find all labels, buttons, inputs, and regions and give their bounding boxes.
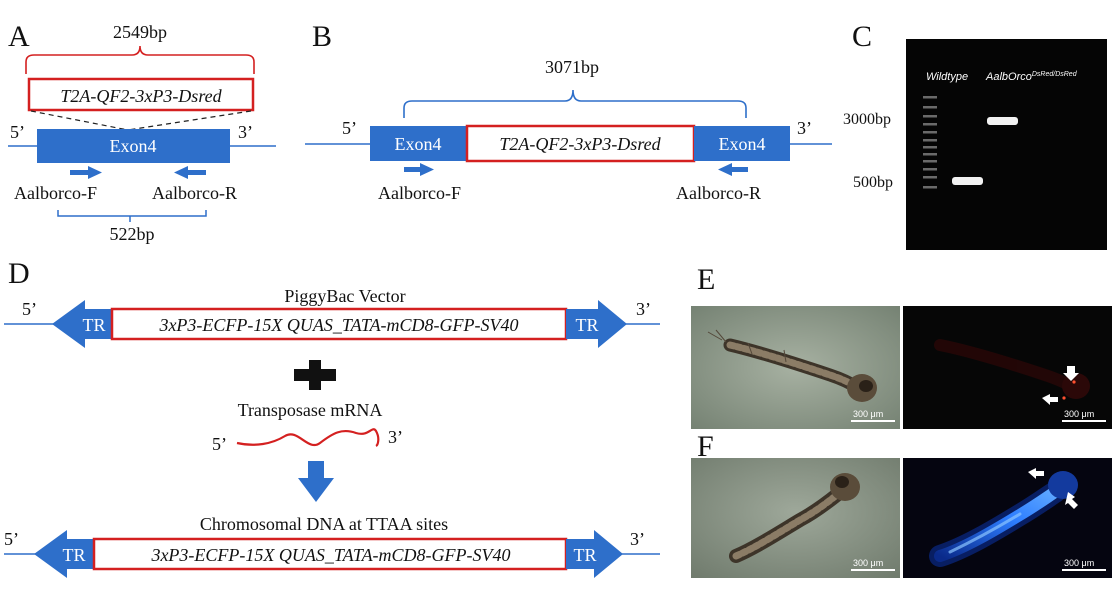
- panel-b: B 3071bp Exon4 T2A-QF2-3xP3-Dsred Exon4 …: [305, 20, 832, 203]
- exon4-right-label: Exon4: [719, 134, 766, 154]
- insert-brace: [25, 45, 255, 74]
- chromosome-five-prime: 5’: [4, 529, 19, 549]
- vector-cassette-label: 3xP3-ECFP-15X QUAS_TATA-mCD8-GFP-SV40: [158, 315, 518, 335]
- vector-title: PiggyBac Vector: [284, 286, 405, 306]
- dsred-spot-1: [1072, 380, 1076, 384]
- scale-label-e1: 300 μm: [853, 409, 883, 419]
- panel-c: C Wildtype AalbOrcoDsRed/DsRed 3000bp 50…: [843, 20, 1107, 250]
- marker-500-label: 500bp: [853, 174, 893, 191]
- forward-primer-arrow: [70, 166, 102, 179]
- gel-image: [906, 39, 1107, 250]
- vector-three-prime: 3’: [636, 299, 651, 319]
- larva-fluorescence-f: [929, 471, 1078, 567]
- tr-right-arrow: [566, 300, 627, 348]
- mrna-squiggle: [236, 428, 380, 447]
- mrna-three-prime: 3’: [388, 427, 403, 447]
- tr-left-arrow: [52, 300, 112, 348]
- larva-brightfield-e: [707, 329, 877, 402]
- vector-five-prime: 5’: [22, 299, 37, 319]
- dsred-spot-2: [1062, 396, 1066, 400]
- panel-a-letter: A: [8, 20, 30, 53]
- arrow-icon-f1: [1028, 468, 1044, 479]
- tr-left-label-2: TR: [62, 545, 85, 565]
- primer-f-label: Aalborco-F: [14, 183, 97, 203]
- integrated-cassette-box: [92, 537, 568, 571]
- three-prime-label-b: 3’: [797, 118, 812, 138]
- panel-a: A 2549bp T2A-QF2-3xP3-Dsred Exon4 5’ 3’ …: [8, 20, 276, 244]
- exon4-left-label: Exon4: [395, 134, 442, 154]
- plus-icon-vertical: [309, 360, 321, 390]
- exon4-box: [37, 129, 230, 163]
- three-prime-label: 3’: [238, 122, 253, 142]
- panel-e: E 300 μm 300 μm: [691, 263, 1112, 429]
- primer-r-label: Aalborco-R: [152, 183, 237, 203]
- amplicon-bracket: [57, 210, 207, 222]
- transposase-label: Transposase mRNA: [238, 400, 383, 420]
- mrna-five-prime: 5’: [212, 434, 227, 454]
- svg-text:AalbOrcoDsRed/DsRed: AalbOrcoDsRed/DsRed: [985, 71, 1078, 83]
- tr-right-arrow-2: [566, 530, 623, 578]
- larva-fluorescence-e: [934, 339, 1090, 399]
- panel-b-amplicon-size: 3071bp: [545, 57, 599, 77]
- five-prime-label-b: 5’: [342, 118, 357, 138]
- tr-left-label: TR: [82, 315, 105, 335]
- amplicon-size-label: 522bp: [110, 224, 155, 244]
- integrated-cassette-label: 3xP3-ECFP-15X QUAS_TATA-mCD8-GFP-SV40: [150, 545, 510, 565]
- panel-b-letter: B: [312, 20, 332, 53]
- integration-title: Chromosomal DNA at TTAA sites: [200, 514, 448, 534]
- panel-d: D PiggyBac Vector TR 3xP3-ECFP-15X QUAS_…: [4, 257, 660, 578]
- larva-brightfield-f: [729, 473, 860, 563]
- dna-ladder: [923, 96, 937, 189]
- panel-f: F 300 μm 300 μm: [691, 430, 1112, 578]
- down-arrow-icon: [298, 461, 334, 502]
- insert-box-b: [465, 124, 696, 163]
- arrow-icon-e2: [1042, 394, 1058, 405]
- panel-c-letter: C: [852, 20, 872, 53]
- panel-a-insert-size: 2549bp: [113, 22, 167, 42]
- insert-box: [27, 77, 255, 112]
- panel-e-letter: E: [697, 263, 715, 296]
- mutant-band: [987, 117, 1018, 125]
- exon4-left-box: [370, 126, 467, 161]
- arrow-icon-f2: [1065, 492, 1078, 509]
- insert-label: T2A-QF2-3xP3-Dsred: [60, 86, 222, 106]
- panel-f-letter: F: [697, 430, 714, 463]
- arrow-icon-e1: [1063, 366, 1079, 381]
- exon4-right-box: [694, 126, 790, 161]
- gel-lane2-superscript: DsRed/DsRed: [1032, 71, 1078, 78]
- insert-label-b: T2A-QF2-3xP3-Dsred: [499, 134, 661, 154]
- vector-cassette-box: [110, 307, 568, 341]
- scale-label-f1: 300 μm: [853, 558, 883, 568]
- gel-lane1-label: Wildtype: [926, 71, 968, 83]
- insertion-dash-left: [30, 110, 129, 131]
- reverse-primer-arrow: [174, 166, 206, 179]
- gel-lane2-label: AalbOrco: [985, 71, 1032, 83]
- amplicon-brace: [403, 89, 747, 118]
- scale-label-e2: 300 μm: [1064, 409, 1094, 419]
- primer-r-label-b: Aalborco-R: [676, 183, 761, 203]
- forward-primer-arrow-b: [404, 163, 434, 176]
- wildtype-band: [952, 177, 983, 185]
- marker-3000-label: 3000bp: [843, 111, 891, 128]
- exon4-label: Exon4: [110, 136, 157, 156]
- insertion-dash-right: [127, 110, 252, 131]
- five-prime-label: 5’: [10, 122, 25, 142]
- panel-d-letter: D: [8, 257, 30, 290]
- reverse-primer-arrow-b: [718, 163, 748, 176]
- chromosome-three-prime: 3’: [630, 529, 645, 549]
- tr-right-label-2: TR: [573, 545, 596, 565]
- scale-label-f2: 300 μm: [1064, 558, 1094, 568]
- tr-right-label: TR: [575, 315, 598, 335]
- primer-f-label-b: Aalborco-F: [378, 183, 461, 203]
- tr-left-arrow-2: [34, 530, 94, 578]
